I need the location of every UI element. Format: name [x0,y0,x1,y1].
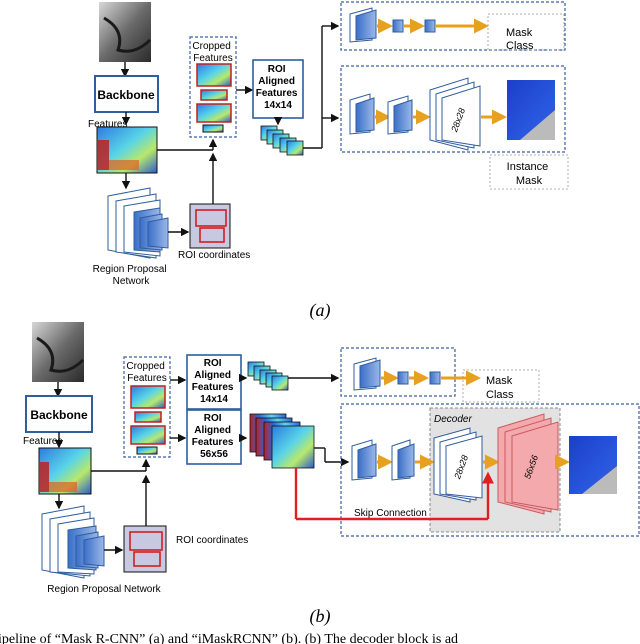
rpn-stack-b [41,505,105,579]
backbone-label: Backbone [97,88,155,102]
roi-aligned-box [252,59,304,119]
roi-feature-stack [260,125,304,156]
mask-branch-box [340,65,566,153]
backbone-box-b [25,395,93,433]
roi-aligned-14-label: ROI Aligned Features 14x14 [192,358,236,405]
roi-aligned-label: ROI Aligned Features 14x14 [256,64,300,111]
features-label: Features [88,119,127,130]
mask-branch-layers-b [351,427,483,503]
features-label-b: Features [23,436,62,447]
decoder-56-block [497,413,559,515]
class-branch-layers [349,7,489,43]
roi-56-stack-b [249,413,315,469]
roi-coordinates-label: ROI coordinates [178,250,250,261]
panel-a: Backbone Features Region Proposal Networ… [88,1,569,321]
rpn-label-b: Region Proposal Network [47,584,161,595]
figure-caption: ipeline of “Mask R-CNN” (a) and “iMaskRC… [0,632,458,644]
roi-aligned-56-box [186,409,242,465]
panel-b-label: (b) [310,606,331,627]
rpn-label: Region Proposal Network [93,264,170,287]
roi-coordinates-image-b [123,525,167,573]
rpn-stack [107,187,169,259]
cropped-features-box-b [123,356,171,458]
backbone-label-b: Backbone [30,408,88,422]
class-branch-box-b [340,347,456,397]
roi-14-stack-b [247,361,289,391]
mask-branch-layers [349,77,481,151]
panel-a-label: (a) [310,300,331,321]
instance-mask-label: Instance Mask [507,161,552,187]
skip-connection-label: Skip Connection [354,508,427,519]
mri-input-image-b [32,322,84,382]
decoder-label: Decoder [434,414,472,425]
cropped-features-box [189,36,237,138]
cropped-features-label-b: Cropped Features [126,361,167,384]
mri-input-image [99,2,151,62]
roi-coordinates-label-b: ROI coordinates [176,535,248,546]
roi-aligned-56-label: ROI Aligned Features 56x56 [192,413,236,460]
class-branch-layers-b [353,357,481,391]
mask-class-label-b: Mask Class [486,375,515,401]
mask-class-label: Mask Class [506,27,535,52]
panel-b: Backbone Features Region Proposal Networ… [23,322,640,627]
cropped-features-label: Cropped Features [192,41,233,64]
class-branch-box [340,1,566,51]
